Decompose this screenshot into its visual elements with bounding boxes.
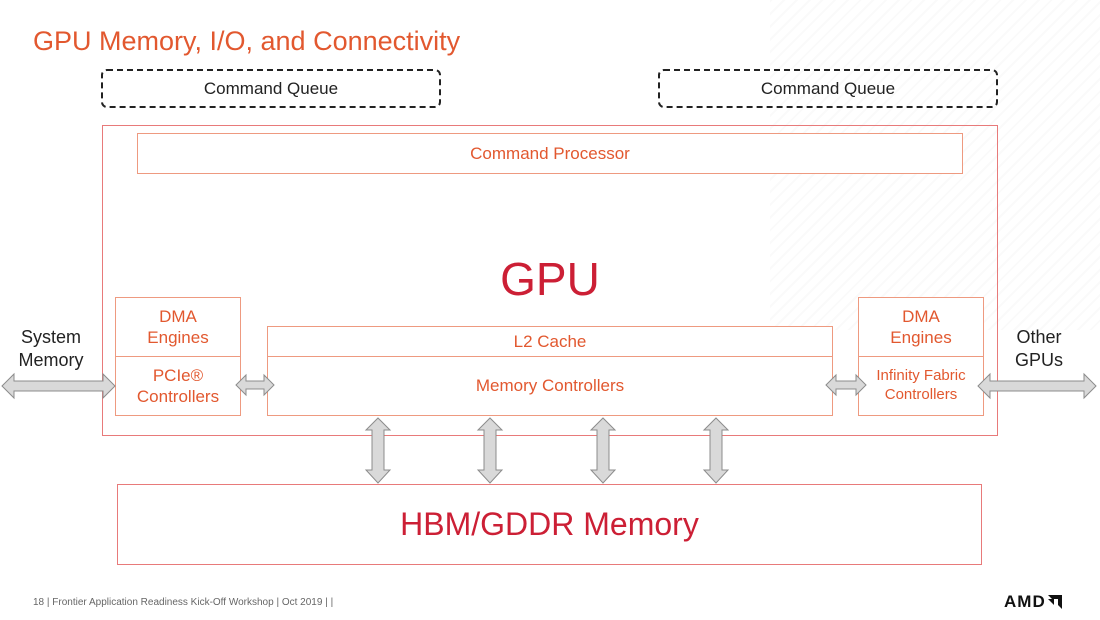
amd-logo: AMD: [1004, 592, 1062, 612]
system-memory-label: System Memory: [10, 326, 92, 373]
amd-logo-text: AMD: [1004, 592, 1046, 611]
command-queue-right-label: Command Queue: [760, 78, 896, 98]
footer-text: 18 | Frontier Application Readiness Kick…: [33, 597, 334, 608]
pcie-line1: PCIe®: [152, 365, 204, 385]
infinity-line1: Infinity Fabric: [876, 367, 966, 385]
amd-arrow-icon: [1047, 595, 1062, 609]
hbm-arrow-3: [589, 417, 617, 484]
command-processor-label: Command Processor: [470, 143, 630, 163]
dma-engines-right: DMA Engines: [858, 297, 984, 357]
command-queue-left: Command Queue: [101, 69, 441, 108]
dma-left-line1: DMA: [159, 306, 197, 326]
mc-infinity-arrow: [825, 373, 867, 397]
memory-controllers-label: Memory Controllers: [475, 376, 625, 396]
hbm-arrow-1: [364, 417, 392, 484]
dma-right-line1: DMA: [902, 306, 940, 326]
other-gpus-line1: Other: [1016, 327, 1062, 347]
dma-right-line2: Engines: [890, 328, 952, 347]
pcie-controllers: PCIe® Controllers: [115, 356, 241, 416]
command-queue-left-label: Command Queue: [203, 78, 339, 98]
dma-left-line2: Engines: [147, 328, 209, 347]
infinity-fabric-controllers: Infinity Fabric Controllers: [858, 356, 984, 416]
command-queue-right: Command Queue: [658, 69, 998, 108]
slide-title: GPU Memory, I/O, and Connectivity: [33, 26, 461, 56]
memory-controllers-box: Memory Controllers: [267, 356, 833, 416]
l2-cache-box: L2 Cache: [267, 326, 833, 357]
other-gpus-arrow: [977, 372, 1097, 400]
hbm-arrow-4: [702, 417, 730, 484]
hbm-gddr-memory-label: HBM/GDDR Memory: [400, 506, 699, 542]
hbm-arrow-2: [476, 417, 504, 484]
system-memory-line2: Memory: [18, 350, 84, 371]
other-gpus-line2: GPUs: [1014, 350, 1063, 371]
gpu-box: [102, 125, 998, 436]
system-memory-line1: System: [20, 327, 81, 347]
pcie-line2: Controllers: [136, 387, 220, 406]
system-memory-arrow: [1, 372, 116, 400]
l2-cache-label: L2 Cache: [513, 331, 587, 351]
other-gpus-label: Other GPUs: [1000, 326, 1078, 373]
infinity-line2: Controllers: [884, 386, 958, 403]
pcie-mc-arrow: [235, 373, 275, 397]
hbm-gddr-memory-box: HBM/GDDR Memory: [117, 484, 982, 565]
gpu-label: GPU: [500, 253, 600, 305]
command-processor-box: Command Processor: [137, 133, 963, 174]
